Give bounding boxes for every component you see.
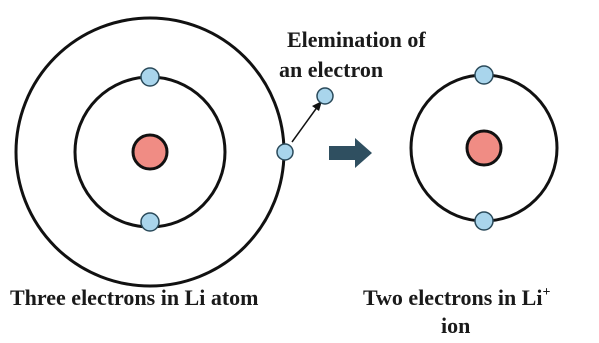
electron-inner-top <box>141 68 159 86</box>
ion-electron-top <box>475 66 493 84</box>
ion-caption-main: Two electrons in Li <box>363 285 542 310</box>
atom-caption: Three electrons in Li atom <box>10 285 259 310</box>
ejected-electron <box>317 88 333 104</box>
ion-caption: Two electrons in Li+ <box>363 285 550 310</box>
annotation-line-2: an electron <box>279 57 383 82</box>
electron-inner-bottom <box>141 213 159 231</box>
ion-caption-line-2: ion <box>441 313 470 338</box>
lithium-atom <box>16 18 293 286</box>
eliminated-electron-group <box>292 88 333 142</box>
ion-electron-bottom <box>475 212 493 230</box>
ion-caption-superscript: + <box>542 285 550 300</box>
annotation-line-1: Elemination of <box>287 27 426 52</box>
transformation-arrow-icon <box>329 138 372 168</box>
ion-nucleus <box>467 131 501 165</box>
electron-outer <box>277 144 293 160</box>
nucleus <box>133 135 167 169</box>
lithium-ion <box>411 66 557 230</box>
ejection-arrow-line <box>292 106 318 142</box>
